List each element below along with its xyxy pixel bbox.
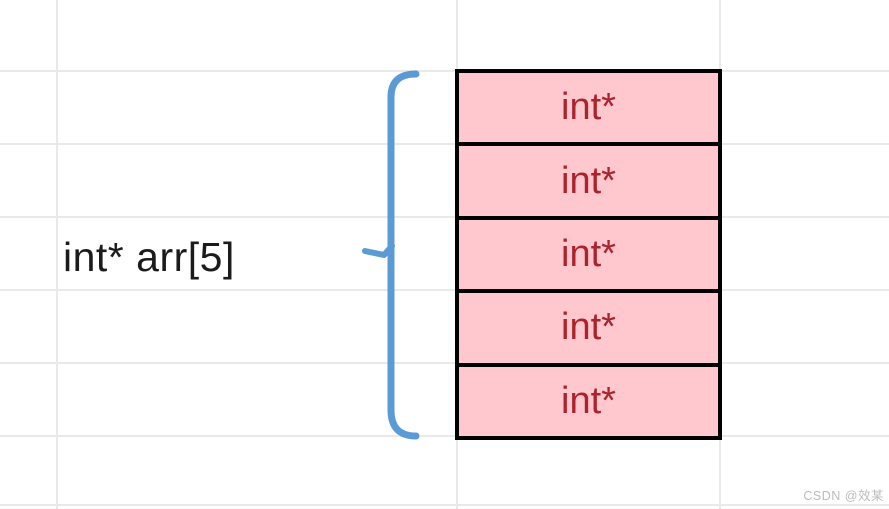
gridline-horizontal (0, 435, 889, 437)
array-cell: int* (459, 219, 718, 290)
array-cell: int* (459, 146, 718, 216)
watermark: CSDN @效某 (803, 489, 884, 503)
gridline-horizontal (0, 143, 889, 145)
array-cell: int* (459, 73, 718, 143)
array-cell: int* (459, 366, 718, 437)
gridline-horizontal (0, 504, 889, 506)
gridline-horizontal (0, 362, 889, 364)
gridline-horizontal (0, 289, 889, 291)
array-declaration-label: int* arr[5] (63, 234, 235, 280)
gridline-vertical (56, 0, 58, 509)
gridline-horizontal (0, 216, 889, 218)
array-stack: int* int* int* int* int* (455, 69, 722, 440)
gridline-horizontal (0, 70, 889, 72)
array-cell: int* (459, 293, 718, 363)
